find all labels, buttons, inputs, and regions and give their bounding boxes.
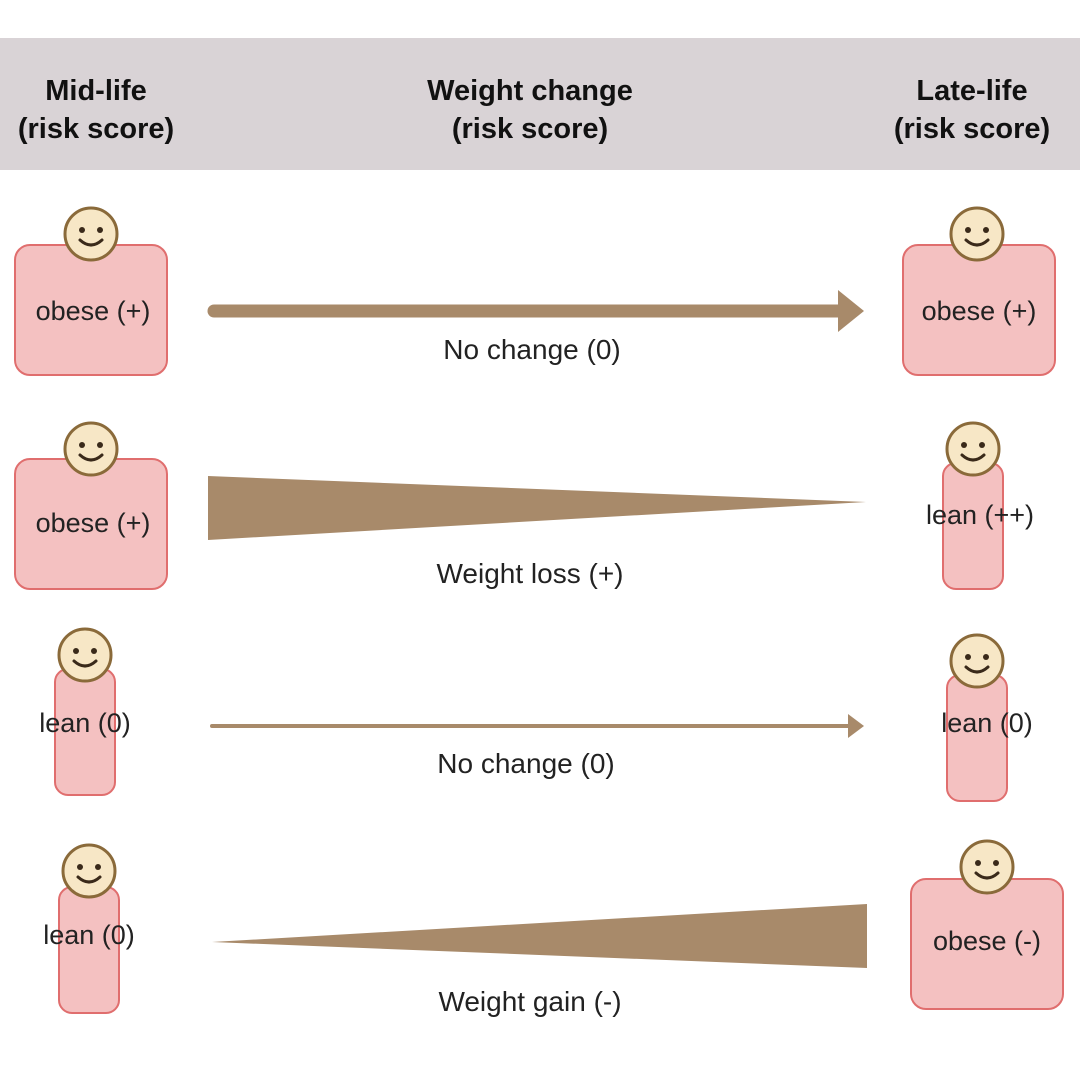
row4-mid-label: lean (0): [43, 920, 135, 950]
row1-mid-label: obese (+): [35, 296, 151, 326]
smiley-face-icon: [949, 633, 1005, 689]
smiley-face-icon: [959, 839, 1015, 895]
tapering-wedge-icon: [208, 476, 866, 540]
late-body-lean: [942, 462, 1004, 590]
header-mid-life-line2: (risk score): [17, 113, 175, 145]
row4-late-label: obese (-): [932, 926, 1042, 956]
header-weight-change-line1: Weight change: [427, 75, 633, 107]
row3-mid-label: lean (0): [39, 708, 131, 738]
smiley-face-icon: [61, 843, 117, 899]
smiley-face-icon: [63, 206, 119, 262]
header-late-life-line1: Late-life: [916, 75, 1028, 107]
row3-change-label: No change (0): [437, 748, 615, 779]
smiley-face-icon: [949, 206, 1005, 262]
header-weight-change: Weight change (risk score): [370, 72, 690, 148]
row2-change-label: Weight loss (+): [436, 558, 624, 589]
smiley-face-icon: [57, 627, 113, 683]
row2-mid-label: obese (+): [35, 508, 151, 538]
header-late-life: Late-life (risk score): [880, 72, 1064, 148]
row1-late-label: obese (+): [921, 296, 1037, 326]
row2-late-label: lean (++): [925, 500, 1035, 530]
right-arrow-icon: [207, 290, 864, 332]
widening-wedge-icon: [212, 904, 867, 968]
header-late-life-line2: (risk score): [893, 113, 1051, 145]
mid-body-obese: [14, 244, 168, 376]
mid-body-obese: [14, 458, 168, 590]
mid-body-lean: [58, 886, 120, 1014]
header-weight-change-line2: (risk score): [451, 113, 609, 145]
row3-late-label: lean (0): [941, 708, 1033, 738]
header-bar: Mid-life (risk score) Weight change (ris…: [0, 38, 1080, 170]
late-body-obese: [910, 878, 1064, 1010]
row4-change-label: Weight gain (-): [438, 986, 622, 1017]
header-mid-life-line1: Mid-life: [45, 75, 147, 107]
mid-body-lean: [54, 668, 116, 796]
row1-change-label: No change (0): [443, 334, 621, 365]
header-mid-life: Mid-life (risk score): [0, 72, 192, 148]
smiley-face-icon: [945, 421, 1001, 477]
late-body-lean: [946, 674, 1008, 802]
smiley-face-icon: [63, 421, 119, 477]
right-arrow-icon: [210, 714, 864, 738]
